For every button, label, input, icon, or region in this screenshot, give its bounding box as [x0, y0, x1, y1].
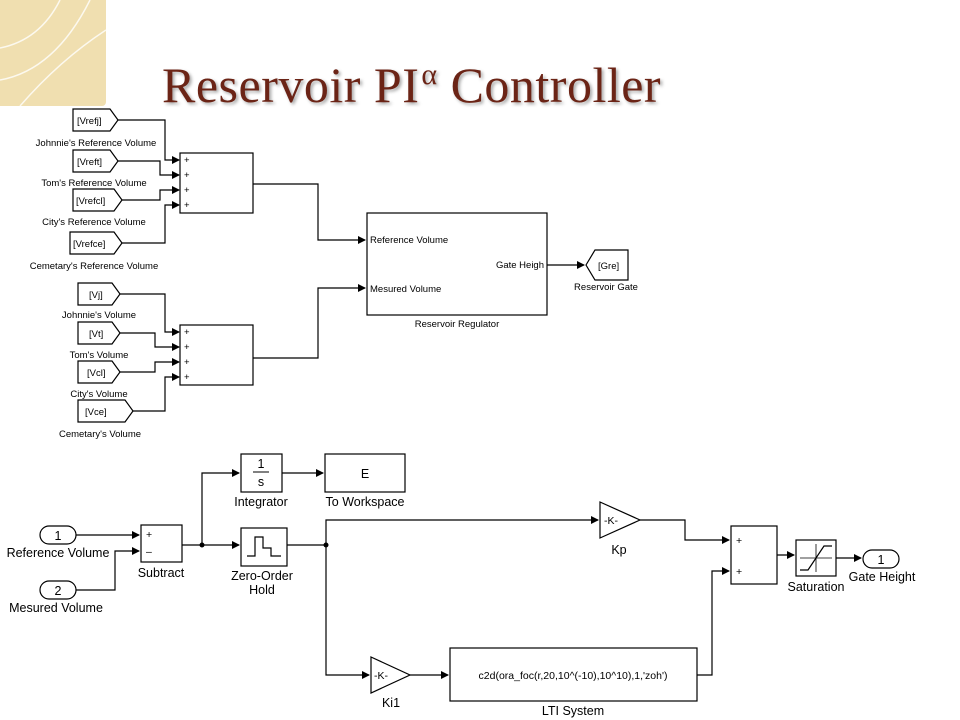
ref-label-3: City's Reference Volume: [42, 217, 146, 228]
svg-text:+: +: [146, 529, 152, 541]
svg-text:+: +: [184, 185, 190, 196]
vol-sum-wires: [120, 284, 366, 412]
svg-text:1: 1: [258, 457, 265, 471]
lti-system-block[interactable]: c2d(ora_foc(r,20,10^(-10),10^10),1,'zoh'…: [449, 647, 698, 702]
svg-text:-K-: -K-: [604, 515, 619, 527]
slide-title: Reservoir PIα Controller: [162, 57, 662, 113]
vol-from-tag-3[interactable]: [Vcl]: [77, 360, 121, 384]
ki-label: Ki1: [382, 696, 400, 710]
slide-title-text: Reservoir PI: [162, 57, 420, 113]
integrator-block[interactable]: 1 s: [240, 453, 283, 493]
svg-text:+: +: [736, 566, 742, 578]
ref-label-1: Johnnie's Reference Volume: [36, 138, 157, 149]
slide-corner-decoration: [0, 0, 106, 106]
svg-text:+: +: [184, 342, 190, 353]
gate-goto-tag[interactable]: [Gre]: [585, 249, 629, 281]
svg-text:s: s: [258, 475, 264, 489]
saturation-label: Saturation: [788, 580, 845, 594]
svg-text:1: 1: [878, 553, 885, 567]
vol-tag-text-2: [Vt]: [89, 329, 103, 340]
subtract-block[interactable]: + –: [140, 524, 183, 563]
svg-text:E: E: [361, 467, 369, 481]
ref-label-4: Cemetary's Reference Volume: [30, 261, 159, 272]
output-sum-block[interactable]: + +: [730, 525, 778, 585]
kp-label: Kp: [611, 543, 626, 557]
ref-from-tag-1[interactable]: [Vrefj]: [72, 108, 119, 132]
svg-text:+: +: [184, 327, 190, 338]
ref-label-2: Tom's Reference Volume: [41, 178, 146, 189]
gate-tag-text: [Gre]: [598, 261, 619, 272]
gate-label: Reservoir Gate: [574, 282, 638, 293]
vol-label-2: Tom's Volume: [70, 350, 129, 361]
outport-gate-height[interactable]: 1: [862, 549, 900, 569]
ref-tag-text-3: [Vrefcl]: [76, 196, 105, 207]
vol-label-1: Johnnie's Volume: [62, 310, 136, 321]
svg-text:+: +: [184, 155, 190, 166]
vol-sum-block[interactable]: + + + +: [179, 324, 254, 386]
ref-tag-text-4: [Vrefce]: [73, 239, 105, 250]
vol-from-tag-4[interactable]: [Vce]: [77, 399, 134, 423]
to-workspace-label: To Workspace: [326, 495, 405, 509]
zoh-label-1: Zero-Order: [231, 569, 293, 583]
ref-sum-wires: [118, 119, 366, 244]
vol-tag-text-3: [Vcl]: [87, 368, 105, 379]
svg-text:+: +: [184, 357, 190, 368]
error-wires: [182, 469, 599, 679]
vol-from-tag-1[interactable]: [Vj]: [77, 282, 121, 306]
vol-label-3: City's Volume: [70, 389, 127, 400]
reservoir-regulator-block[interactable]: Reference Volume Mesured Volume Gate Hei…: [366, 212, 548, 316]
inport-measured[interactable]: 2: [39, 580, 77, 600]
vol-tag-text-1: [Vj]: [89, 290, 103, 301]
zero-order-hold-block[interactable]: [240, 527, 288, 567]
ref-from-tag-3[interactable]: [Vrefcl]: [72, 188, 123, 212]
ref-from-tag-2[interactable]: [Vreft]: [72, 149, 119, 173]
regulator-output: Gate Heigh: [496, 260, 544, 271]
ref-from-tag-4[interactable]: [Vrefce]: [69, 231, 123, 255]
integrator-label: Integrator: [234, 495, 288, 509]
slide-title-superscript: α: [421, 58, 438, 91]
svg-text:+: +: [736, 535, 742, 547]
input-wires: [76, 531, 140, 591]
svg-text:-K-: -K-: [374, 670, 389, 682]
regulator-input-measured: Mesured Volume: [370, 284, 441, 295]
kp-gain-block[interactable]: -K-: [599, 501, 642, 539]
subtract-label: Subtract: [138, 566, 185, 580]
svg-text:+: +: [184, 200, 190, 211]
inport-measured-label: Mesured Volume: [9, 601, 103, 615]
lti-label: LTI System: [542, 704, 604, 718]
lti-expression: c2d(ora_foc(r,20,10^(-10),10^10),1,'zoh'…: [479, 670, 668, 682]
saturation-block[interactable]: [795, 539, 837, 577]
svg-text:1: 1: [55, 529, 62, 543]
svg-text:–: –: [146, 546, 152, 558]
inport-reference[interactable]: 1: [39, 525, 77, 545]
vol-from-tag-2[interactable]: [Vt]: [77, 321, 121, 345]
svg-text:2: 2: [55, 584, 62, 598]
ref-tag-text-2: [Vreft]: [77, 157, 102, 168]
svg-text:+: +: [184, 372, 190, 383]
to-workspace-block[interactable]: E: [324, 453, 406, 493]
ki-gain-block[interactable]: -K-: [370, 656, 412, 694]
inport-reference-label: Reference Volume: [7, 546, 110, 560]
zoh-label-2: Hold: [249, 583, 275, 597]
ref-tag-text-1: [Vrefj]: [77, 116, 101, 127]
outport-label: Gate Height: [849, 570, 916, 584]
vol-label-4: Cemetary's Volume: [59, 429, 141, 440]
regulator-label: Reservoir Regulator: [415, 319, 499, 330]
vol-tag-text-4: [Vce]: [85, 407, 107, 418]
sum-wires: [640, 519, 795, 676]
ref-sum-block[interactable]: + + + +: [179, 152, 254, 214]
svg-text:+: +: [184, 170, 190, 181]
regulator-input-reference: Reference Volume: [370, 235, 448, 246]
